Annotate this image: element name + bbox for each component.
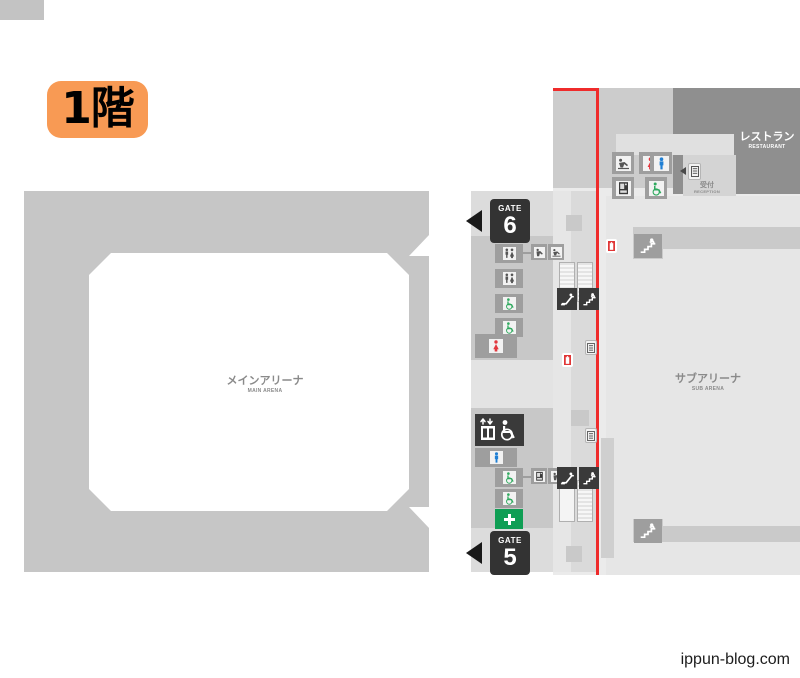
accessible-restroom-icon-lower-2 [495, 489, 523, 508]
accessible-restroom-icon [645, 177, 667, 199]
stairs-icon-sub-upper [634, 234, 662, 258]
connector-upper [523, 252, 532, 254]
first-aid-icon [495, 509, 523, 529]
stairs-icon-lower [579, 467, 599, 489]
escalator-icon-upper [557, 288, 577, 310]
central-corridor-light-zone [471, 360, 553, 408]
mens-restroom-icon-lower [475, 448, 517, 467]
boundary-line-vertical [596, 88, 599, 575]
gate-5[interactable]: GATE 5 [490, 531, 530, 575]
restroom-icon-upper-2 [495, 269, 523, 288]
womens-restroom-icon-upper [475, 334, 517, 358]
reception-label: 受付 RECEPTION [693, 181, 721, 195]
main-arena-label: メインアリーナ MAIN ARENA [226, 374, 304, 394]
escalator-icon-lower [557, 467, 577, 489]
gate-6-direction-arrow-icon [466, 210, 482, 232]
fire-extinguisher-icon-upper [606, 239, 617, 253]
watermark: ippun-blog.com [680, 651, 790, 668]
restaurant-label: レストラン RESTAURANT [739, 130, 795, 150]
stairs-icon-sub-lower [634, 519, 662, 543]
gate-6[interactable]: GATE 6 [490, 199, 530, 243]
accessible-restroom-icon-upper-1 [495, 294, 523, 313]
boundary-line-horizontal [553, 88, 599, 91]
pad-4 [601, 438, 614, 558]
floor-badge-label: 1階 [61, 82, 135, 134]
floor-badge: 1階 [47, 81, 148, 138]
main-arena-floor [89, 253, 409, 511]
aed-icon-lower [585, 428, 597, 443]
elevator-icon-main [475, 414, 524, 446]
mens-restroom-icon [650, 152, 672, 174]
accessible-restroom-icon-upper-2 [495, 318, 523, 337]
sub-arena-label: サブアリーナ SUB ARENA [675, 372, 741, 392]
vending-machine-icon [612, 177, 634, 199]
stairs-icon-upper [579, 288, 599, 310]
nursing-room-icon-upper [531, 244, 547, 260]
pad-3 [566, 546, 582, 562]
sub-arena-bar-bottom [633, 526, 800, 542]
fire-extinguisher-icon-mid [562, 353, 573, 367]
pad-1 [566, 215, 582, 231]
vending-machine-icon-lower [531, 468, 547, 484]
aed-icon-upper [585, 340, 597, 355]
pad-2 [571, 410, 589, 426]
elevator-icon [688, 163, 701, 180]
connector-lower [523, 476, 532, 478]
accessible-restroom-icon-lower-1 [495, 468, 523, 487]
reception-box [0, 0, 44, 20]
sub-arena-field [606, 196, 800, 575]
baby-changing-icon [612, 152, 634, 174]
restroom-icon-upper-1 [495, 244, 523, 263]
gate-5-direction-arrow-icon [466, 542, 482, 564]
sub-arena-bar-top [633, 227, 800, 249]
restaurant-corridor-a [616, 134, 734, 155]
baby-changing-icon-upper [548, 244, 564, 260]
reception-direction-arrow-icon [680, 167, 686, 175]
